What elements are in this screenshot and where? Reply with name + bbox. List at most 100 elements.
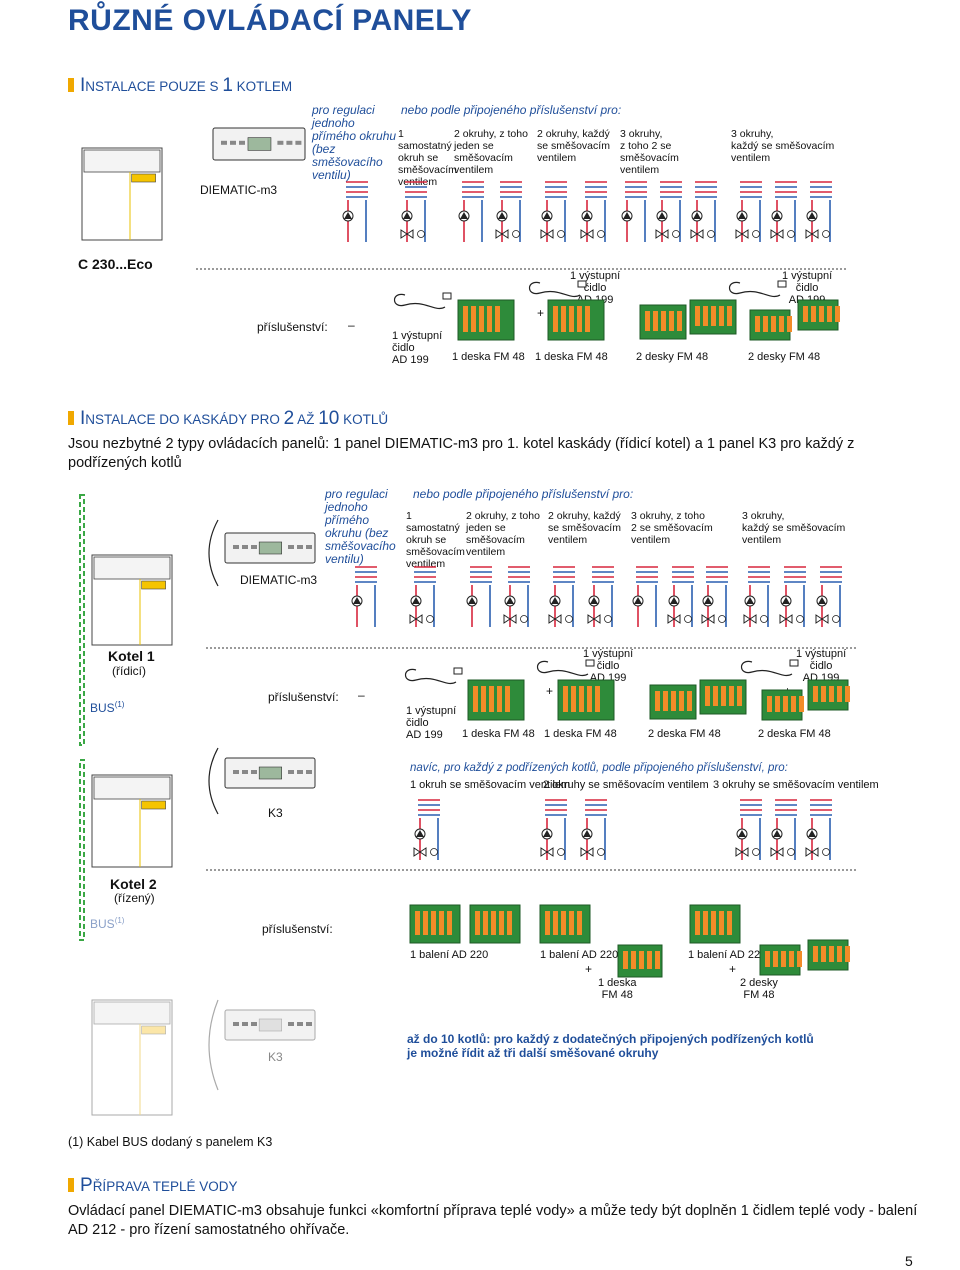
circuit-k3-2-motor	[597, 848, 605, 856]
board-ad220-relay	[507, 911, 512, 935]
board-fm48-relay	[783, 696, 788, 712]
sensor-ad199-cable	[740, 660, 793, 676]
panel-k3-gray-key	[242, 1022, 248, 1026]
circuit-k3-3-motor	[787, 848, 795, 856]
or-accessories-note: nebo podle připojeného příslušenství pro…	[413, 487, 634, 501]
circuit-k3-2-pump-arrow	[543, 830, 551, 837]
circuit-s2-5-valve	[743, 614, 757, 624]
circuit-s1-5-valve	[735, 229, 749, 239]
sensor-ad199	[789, 659, 799, 667]
circuit-s2-5-valve	[815, 614, 829, 624]
panel-diematic-key	[251, 545, 257, 549]
board-fm48-relay	[505, 686, 510, 712]
circuit-s2-4-valve	[667, 614, 681, 624]
panel-label-k3-gray: K3	[268, 1050, 283, 1064]
no-accessory: –	[358, 688, 365, 702]
panel-diematic-key	[221, 140, 227, 145]
panel-diematic-key	[239, 140, 245, 145]
k3-option-3: 3 okruhy se směšovacím ventilem	[713, 779, 879, 791]
divider-dotted	[196, 268, 846, 270]
board-fm48-relay	[677, 311, 682, 331]
board-fm48-relay	[789, 951, 794, 967]
board-fm48-relay	[553, 306, 558, 332]
circuit-s1-5-valve	[770, 229, 784, 239]
bracket	[208, 999, 219, 1091]
bus-cable	[79, 494, 85, 746]
panel-diematic-key	[230, 140, 236, 145]
circuit-s2-1-pump-arrow	[412, 597, 420, 604]
circuit-s2-5-pump-arrow	[746, 597, 754, 604]
circuit-s2-4-pump-arrow	[634, 597, 642, 604]
no-accessory: –	[348, 318, 355, 332]
direct-circuit-note: pro regulaci jednoho přímého okruhu (bez…	[325, 487, 396, 566]
board-fm48-relay	[813, 686, 818, 702]
board-fm48-relay	[781, 951, 786, 967]
board-fm48-relay	[679, 691, 684, 711]
footnote: (1) Kabel BUS dodaný s panelem K3	[68, 1135, 273, 1149]
circuit-s2-3-pump-arrow	[551, 597, 559, 604]
panel-diematic-key	[233, 545, 239, 549]
circuit-k3-2-valve	[540, 847, 554, 857]
dhw-text: Ovládací panel DIEMATIC-m3 obsahuje funk…	[68, 1203, 918, 1238]
circuit-s2-4-motor	[718, 615, 726, 623]
kotel1-label: Kotel 1	[108, 648, 155, 664]
circuit-s2-5-motor	[796, 615, 804, 623]
section2-heading: INSTALACE DO KASKÁDY PRO 2 AŽ 10 KOTLŮ	[68, 408, 388, 430]
circuit-s2-1-valve	[409, 614, 423, 624]
board-ad220-relay	[561, 911, 566, 935]
accessories-label: příslušenství:	[262, 922, 333, 936]
panel-k3-gray-key	[297, 1022, 303, 1026]
board-fm48-relay	[703, 306, 708, 326]
circuit-s1-5-pump-arrow	[738, 212, 746, 219]
board-fm48-relay	[569, 306, 574, 332]
board-fm48-relay	[771, 316, 776, 332]
acc-sensor-1: 1 výstupní čidlo AD 199	[406, 705, 457, 741]
panel-label-k3: K3	[268, 806, 283, 820]
circuit-option-4: 3 okruhy, z toho 2 se směšovacím ventile…	[620, 128, 679, 176]
sensor-ad199-cable	[536, 660, 589, 676]
circuit-s1-3-motor	[597, 230, 605, 238]
circuit-s2-5-pump-arrow	[818, 597, 826, 604]
heading-marker	[68, 1178, 74, 1192]
acc-board-3: 1 deska FM 48	[535, 351, 608, 363]
circuit-option-3: 2 okruhy, každý se směšovacím ventilem	[537, 128, 610, 164]
page-number: 5	[905, 1253, 913, 1269]
sensor-ad199	[577, 280, 587, 288]
bracket	[208, 747, 219, 815]
board-fm48-relay	[705, 686, 710, 706]
board-ad220-relay	[415, 911, 420, 935]
circuit-option-1: 1 samostatný okruh se směšovacím ventile…	[398, 128, 457, 188]
direct-circuit-note: pro regulaci jednoho přímého okruhu (bez…	[312, 103, 397, 182]
circuit-s1-3-motor	[557, 230, 565, 238]
board-fm48-relay	[481, 686, 486, 712]
heading-marker	[68, 78, 74, 92]
cascade-intro: Jsou nezbytné 2 typy ovládacích panelů: …	[68, 436, 855, 471]
board-ad220-relay	[545, 911, 550, 935]
board-fm48-relay	[653, 311, 658, 331]
circuit-k3-1-valve	[413, 847, 427, 857]
board-ad220-relay	[423, 911, 428, 935]
circuit-s2-3-valve	[587, 614, 601, 624]
board-fm48-relay	[473, 686, 478, 712]
panel-k3-gray-display	[258, 1018, 283, 1032]
circuit-s2-2-pump-arrow	[468, 597, 476, 604]
board-fm48-relay	[737, 686, 742, 706]
board-fm48-relay	[623, 951, 628, 969]
circuit-k3-3-pump-arrow	[808, 830, 816, 837]
board-fm48-relay	[687, 691, 692, 711]
accessories-label: příslušenství:	[268, 690, 339, 704]
circuit-s2-5-valve	[779, 614, 793, 624]
circuit-option-5: 3 okruhy, každý se směšovacím ventilem	[742, 510, 846, 546]
board-fm48-relay	[579, 686, 584, 712]
divider-dotted	[206, 869, 856, 871]
board-fm48-relay	[767, 696, 772, 712]
panel-label-diematic: DIEMATIC-m3	[240, 573, 318, 587]
board-fm48-relay	[719, 306, 724, 326]
circuit-s2-5-motor	[832, 615, 840, 623]
circuit-s1-5-pump-arrow	[808, 212, 816, 219]
circuit-s2-4-valve	[701, 614, 715, 624]
board-ad220-relay	[577, 911, 582, 935]
divider-dotted	[206, 647, 856, 649]
panel-k3-key	[288, 770, 294, 774]
